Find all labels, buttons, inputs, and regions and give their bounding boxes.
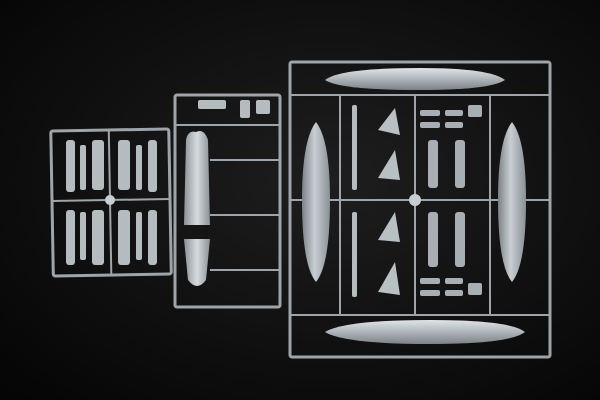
- part-strut: [148, 140, 157, 192]
- part-pylon: [455, 212, 465, 267]
- middle-sprue-frame: [173, 93, 282, 309]
- part-pylon: [92, 140, 104, 190]
- part-small: [468, 283, 482, 295]
- part-pylon: [428, 140, 438, 188]
- part-small: [420, 278, 440, 284]
- part-small-bracket: [240, 100, 250, 118]
- part-small: [420, 110, 440, 116]
- part-small: [445, 110, 463, 116]
- part-small-bracket: [198, 100, 226, 109]
- part-fin: [378, 108, 400, 135]
- left-sprue: [49, 127, 173, 278]
- part-small: [468, 105, 482, 117]
- part-pylon: [118, 210, 130, 265]
- part-rod: [136, 212, 142, 260]
- part-fin: [378, 212, 400, 242]
- drop-tank-bottom: [325, 320, 525, 344]
- part-pylon: [92, 210, 104, 265]
- part-small-bracket: [256, 100, 270, 114]
- drop-tank-top: [325, 68, 505, 90]
- part-pod-upper: [184, 131, 210, 225]
- part-small: [420, 122, 440, 128]
- part-fin: [378, 262, 400, 295]
- part-strut: [148, 210, 157, 265]
- part-fin: [378, 150, 400, 180]
- part-strut: [66, 140, 75, 192]
- part-pylon: [455, 140, 465, 188]
- middle-sprue: [173, 93, 282, 309]
- part-pod-lower: [184, 239, 210, 286]
- right-sprue: [288, 60, 552, 359]
- drop-tank-right: [498, 122, 526, 282]
- part-rod: [352, 105, 357, 190]
- part-pylon: [428, 212, 438, 267]
- right-sprue-frame: [288, 60, 552, 359]
- part-pod-black-band: [184, 225, 210, 239]
- part-rod: [80, 145, 86, 190]
- part-small: [445, 290, 463, 296]
- drop-tank-left: [302, 122, 330, 282]
- part-small: [445, 278, 463, 284]
- part-strut: [66, 210, 75, 265]
- part-rod: [136, 145, 142, 190]
- part-rod: [352, 212, 357, 297]
- right-sprue-parts: [302, 68, 526, 344]
- part-pylon: [118, 140, 130, 190]
- part-small: [445, 122, 463, 128]
- middle-sprue-parts: [184, 100, 270, 286]
- part-small: [420, 290, 440, 296]
- left-sprue-parts: [66, 140, 157, 265]
- left-sprue-gate: [105, 195, 115, 205]
- part-rod: [80, 212, 86, 260]
- right-sprue-gate: [409, 194, 421, 206]
